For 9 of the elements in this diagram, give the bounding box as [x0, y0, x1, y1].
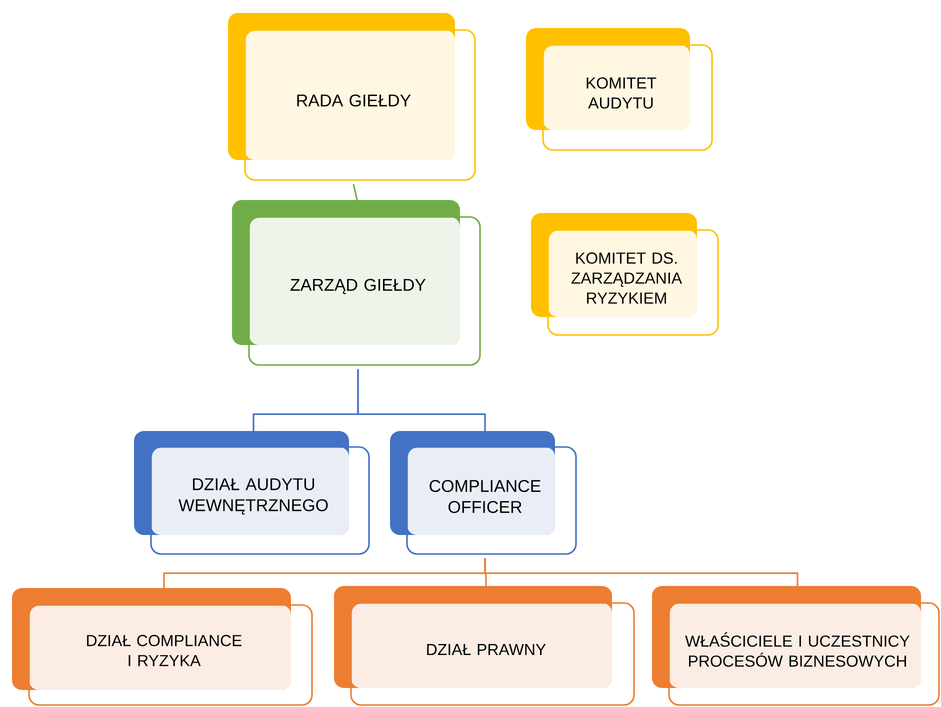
org-box: WŁAŚCICIELE I UCZESTNICY PROCESÓW BIZNESOWYCH: [652, 586, 940, 706]
org-box: DZIAŁ PRAWNY: [334, 586, 635, 706]
org-box: DZIAŁ COMPLIANCE I RYZYKA: [12, 588, 313, 706]
org-box: ZARZĄD GIEŁDY: [232, 200, 481, 366]
org-box: KOMITET AUDYTU: [526, 28, 713, 151]
org-box: COMPLIANCE OFFICER: [390, 431, 577, 555]
org-box: DZIAŁ AUDYTU WEWNĘTRZNEGO: [134, 431, 370, 555]
org-box: RADA GIEŁDY: [228, 13, 476, 181]
org-box: KOMITET DS. ZARZĄDZANIA RYZYKIEM: [531, 213, 719, 336]
